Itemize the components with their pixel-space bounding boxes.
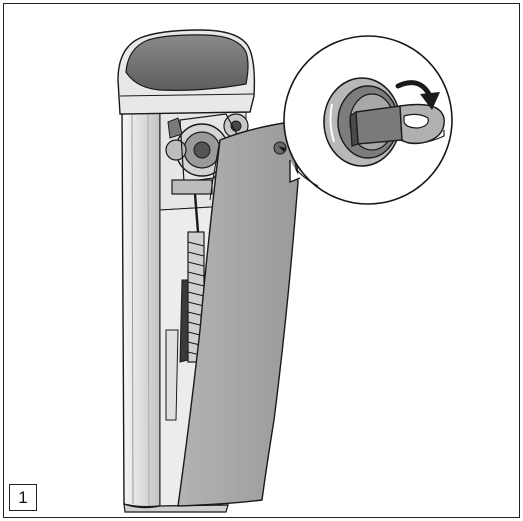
figure-number-label: 1 [9,484,37,511]
rotation-arrow-icon [395,80,440,110]
door-panel [177,121,299,507]
key-icon [349,103,445,147]
cabinet-top-cap [117,29,256,115]
door-lock-small [273,141,287,155]
lock-detail-callout [283,35,453,205]
